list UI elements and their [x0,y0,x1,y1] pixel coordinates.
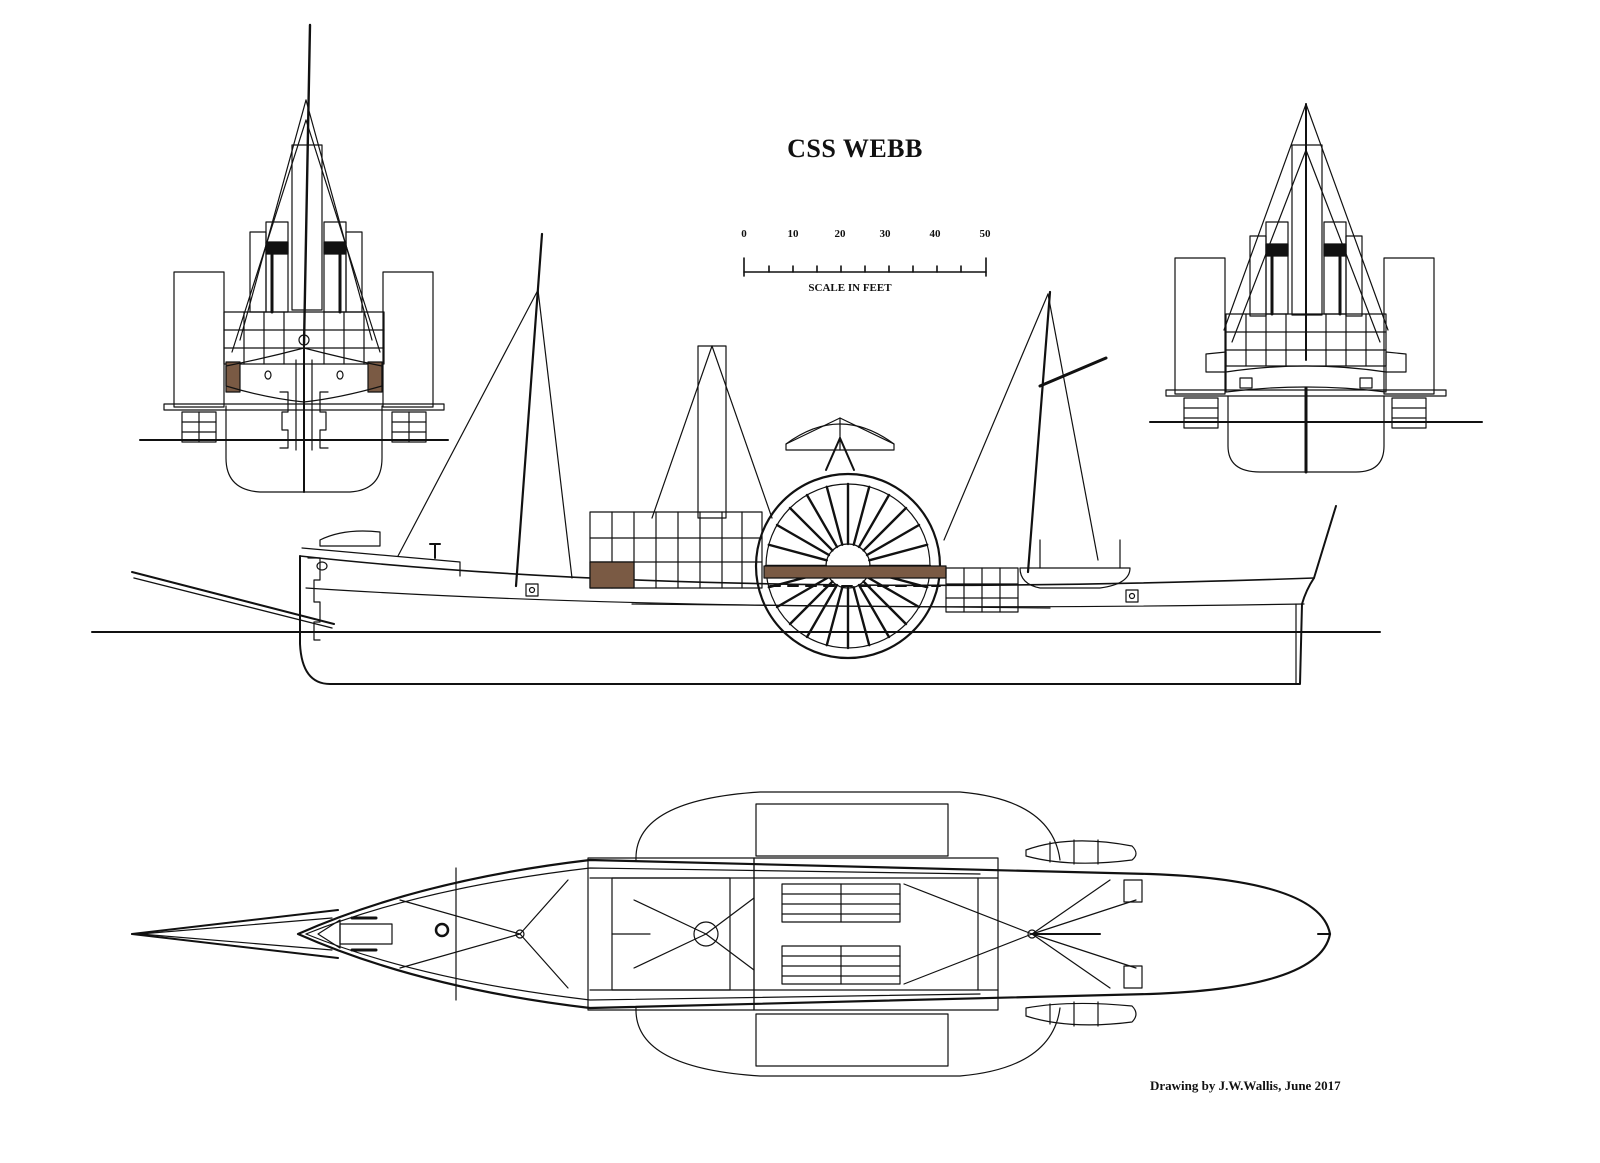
drawing-title: CSS WEBB [787,134,923,163]
paddle-spoke [869,545,927,561]
paddle-spoke [790,508,832,550]
paddle-spoke [859,495,889,547]
scale-tick-label: 50 [979,228,991,240]
scale-caption: SCALE IN FEET [808,282,892,294]
paddle-spoke [859,585,889,637]
plan-view [132,792,1330,1076]
paddle-wheel [756,474,940,658]
paddle-spoke [777,525,829,555]
paddle-spoke [867,525,919,555]
scale-tick-label: 20 [834,228,846,240]
paddle-spoke [854,587,870,645]
paddle-spoke [777,577,829,607]
scale-tick-label: 40 [929,228,941,240]
paddle-spoke [827,587,843,645]
paddle-spoke [807,585,837,637]
paddle-spoke [790,582,832,624]
stern-view [1150,104,1482,472]
paddle-spoke [867,577,919,607]
scale-tick-label: 0 [741,228,747,240]
bow-view [140,25,448,492]
profile-view [92,234,1380,684]
paddle-spoke [864,582,906,624]
paddle-spoke [827,487,843,545]
paddle-spoke [807,495,837,547]
scale-tick-label: 10 [787,228,799,240]
drawing-credit: Drawing by J.W.Wallis, June 2017 [1150,1078,1341,1093]
scale-bar [744,258,986,276]
paddle-spoke [769,545,827,561]
paddle-spoke [864,508,906,550]
scale-tick-label: 30 [879,228,891,240]
paddle-spoke [854,487,870,545]
